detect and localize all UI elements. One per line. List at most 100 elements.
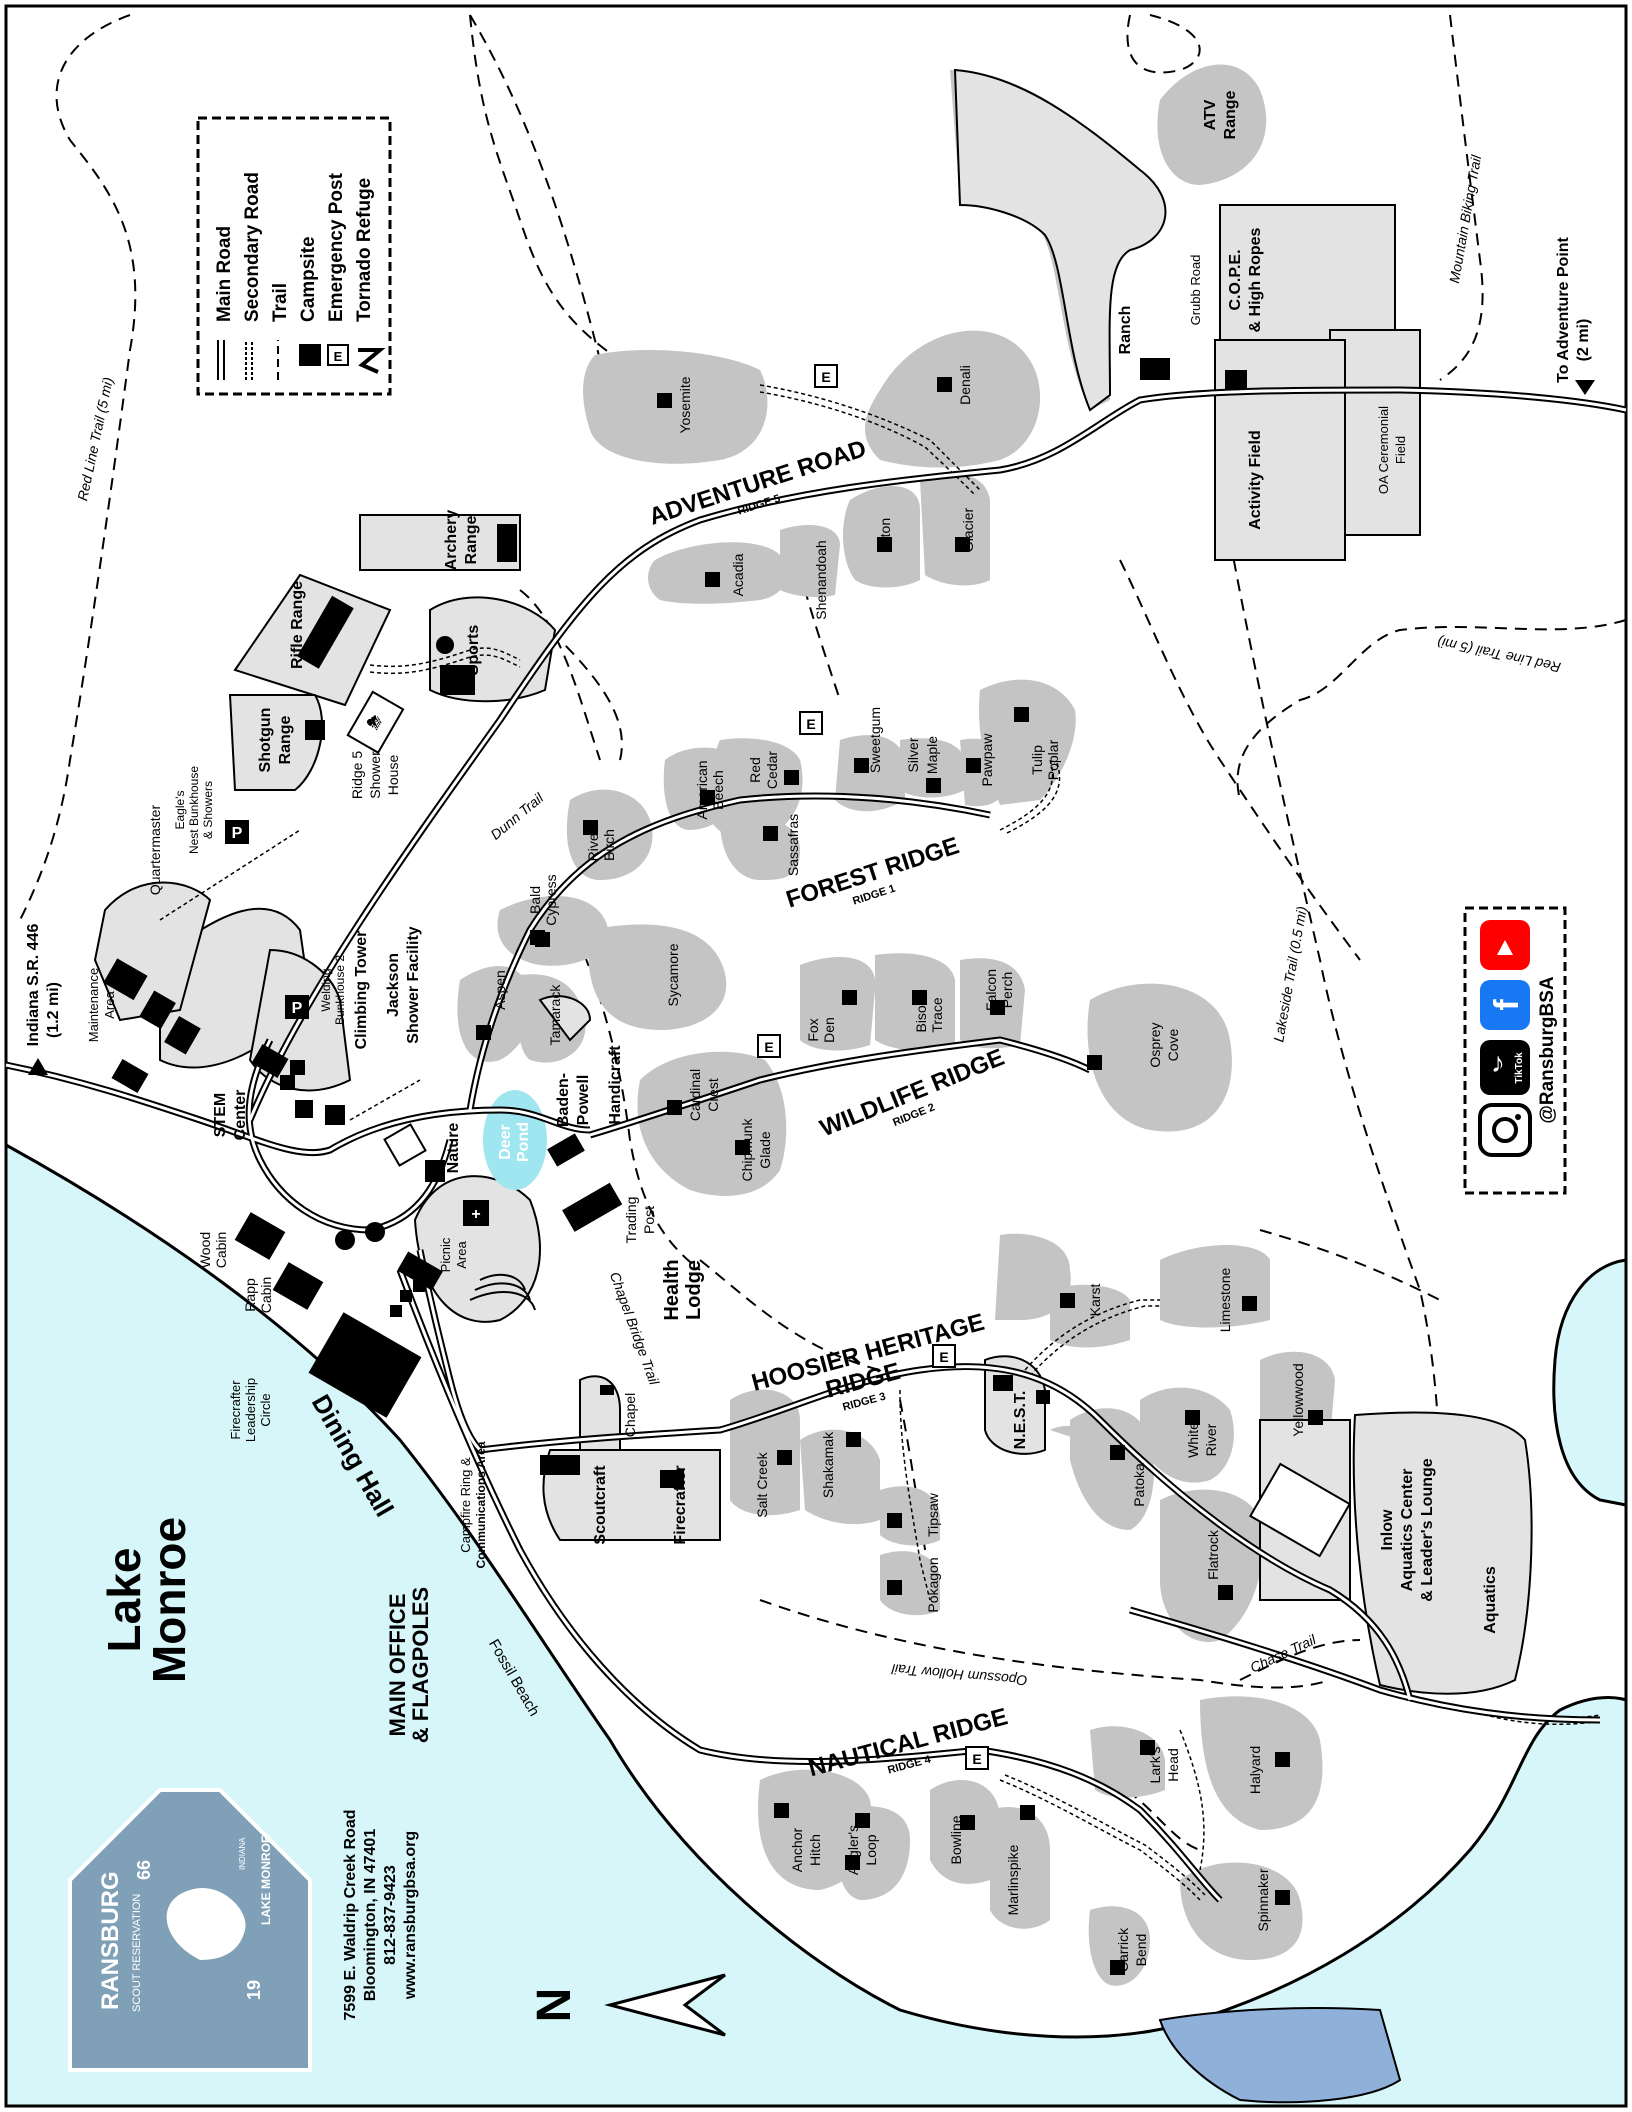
- campsite-marlinspike: Marlinspike: [1005, 1844, 1021, 1915]
- campsite-carrick-bend-1: Carrick: [1115, 1927, 1131, 1972]
- lake-inlet-bottom: [1158, 2007, 1402, 2104]
- direction-labels: To Adventure Point (2 mi) Indiana S.R. 4…: [25, 236, 1595, 1075]
- label-main-office-2: & FLAGPOLES: [408, 1587, 433, 1743]
- amphitheater: [469, 1273, 536, 1311]
- label-maintenance-1: Maintenance: [86, 968, 101, 1042]
- label-cope-1: C.O.P.E.: [1227, 249, 1244, 310]
- label-atv-1: ATV: [1202, 99, 1219, 130]
- label-archery-2: Range: [463, 515, 480, 564]
- logo-state: INDIANA: [238, 1837, 247, 1870]
- label-rapp-2: Cabin: [258, 1277, 274, 1314]
- campsite-salt-creek: Salt Creek: [754, 1451, 770, 1517]
- dir-adventure-point-1: To Adventure Point: [1555, 236, 1572, 382]
- legend-secondary-road: Secondary Road: [242, 172, 263, 322]
- logo-lake: LAKE MONROE: [259, 1835, 273, 1925]
- address-line2: Bloomington, IN 47401: [362, 1829, 379, 2002]
- label-climbing-tower: Climbing Tower: [353, 931, 370, 1050]
- campsite-bowline: Bowline: [948, 1815, 964, 1864]
- campsite-acadia: Acadia: [730, 553, 746, 596]
- tiktok-label: TikTok: [1514, 1052, 1525, 1084]
- label-welding-2: Bunkhouse 2: [333, 955, 347, 1025]
- campsite-tent-icons: [476, 377, 1323, 1975]
- campsite-karst: Karst: [1087, 1284, 1103, 1317]
- campsite-tipsaw: Tipsaw: [925, 1492, 941, 1537]
- label-shower5-2: Shower: [367, 751, 383, 799]
- health-lodge-icon: +: [463, 1200, 489, 1226]
- campsite-denali: Denali: [957, 365, 973, 405]
- label-rapp-1: Rapp: [242, 1278, 258, 1312]
- campsite-anglers-loop-2: Loop: [863, 1834, 879, 1865]
- lake-monroe: [4, 1142, 1628, 2108]
- compass-letter: N: [528, 1988, 581, 2023]
- campsite-falcon-perch-2: Perch: [999, 972, 1015, 1009]
- label-baden-2: Powell: [575, 1075, 592, 1126]
- label-deer-1: Deer: [497, 1124, 514, 1160]
- logo-year-b: 66: [134, 1860, 154, 1880]
- campsite-larks-head-1: Lark's: [1147, 1747, 1163, 1784]
- label-ranch: Ranch: [1117, 306, 1134, 355]
- campsite-bison-trace-1: Bison: [913, 997, 929, 1032]
- lake-name-line2: Monroe: [143, 1517, 195, 1683]
- legend-emergency-post: Emergency Post: [326, 172, 347, 322]
- north-arrow-icon: [604, 1973, 726, 2037]
- facebook-icon: [1480, 980, 1530, 1030]
- label-picnic-1: Picnic: [438, 1237, 453, 1272]
- label-aquatics: Aquatics: [1482, 1566, 1499, 1634]
- label-oa-2: Field: [1393, 436, 1408, 464]
- campsite-larks-head-2: Head: [1165, 1748, 1181, 1781]
- campsite-anchor-hitch-1: Anchor: [789, 1827, 805, 1872]
- campsite-labels: Yosemite Denali Acadia Shenandoah Teton …: [492, 365, 1306, 1972]
- campsite-teton: Teton: [877, 518, 893, 552]
- ransburg-logo: RANSBURG SCOUT RESERVATION 19 66 LAKE MO…: [68, 1788, 312, 2072]
- campsite-american-beech-2: Beech: [710, 770, 726, 810]
- label-stem-2: Center: [232, 1090, 249, 1141]
- campsite-white-river-1: White: [1185, 1422, 1201, 1458]
- address-block: 7599 E. Waldrip Creek Road Bloomington, …: [342, 1809, 419, 2020]
- eagle-icon: [166, 1888, 246, 1960]
- campsite-red-cedar-1: Red: [747, 757, 763, 783]
- lake-label: Lake Monroe: [98, 1517, 195, 1683]
- label-nature: Nature: [445, 1123, 462, 1174]
- svg-text:E: E: [972, 1751, 981, 1767]
- label-health-2: Lodge: [683, 1260, 705, 1320]
- label-cope-2: & High Ropes: [1247, 227, 1264, 332]
- label-deer-2: Pond: [515, 1122, 532, 1162]
- campsite-carrick-bend-2: Bend: [1133, 1934, 1149, 1967]
- svg-text:E: E: [939, 1349, 948, 1365]
- campsite-tulip-poplar-1: Tulip: [1029, 745, 1045, 775]
- logo-name: RANSBURG: [97, 1871, 124, 2010]
- campsite-chipmunk-glade-2: Glade: [757, 1131, 773, 1169]
- label-firecrafter-circle-3: Circle: [258, 1393, 273, 1426]
- label-atv-2: Range: [1222, 90, 1239, 139]
- campsite-shenandoah: Shenandoah: [813, 540, 829, 619]
- campsite-patoka: Patoka: [1131, 1463, 1147, 1507]
- logo-year-a: 19: [244, 1980, 264, 2000]
- label-baden-1: Baden-: [555, 1073, 572, 1127]
- campsite-fox-den-1: Fox: [805, 1018, 821, 1041]
- label-handicraft: Handicraft: [607, 1045, 624, 1125]
- svg-text:P: P: [292, 1000, 303, 1017]
- logo-sub: SCOUT RESERVATION: [131, 1894, 143, 2012]
- dir-sr446-2: (1.2 mi): [45, 982, 62, 1038]
- label-maintenance-2: Area: [102, 991, 117, 1019]
- campsite-bald-cypress-2: Cypress: [543, 874, 559, 925]
- label-wood-1: Wood: [197, 1232, 213, 1268]
- label-jackson-1: Jackson: [385, 953, 402, 1017]
- svg-text:E: E: [806, 716, 815, 732]
- campsite-chipmunk-glade-1: Chipmunk: [739, 1117, 755, 1181]
- campsite-silver-maple-1: Silver: [905, 737, 921, 772]
- campsite-halyard: Halyard: [1247, 1746, 1263, 1794]
- aquatics-tornado-refuge-icon: [1248, 1462, 1352, 1558]
- label-eagles-3: & Showers: [201, 781, 215, 839]
- address-line4: www.ransburgbsa.org: [402, 1831, 419, 2000]
- campsite-white-river-2: River: [1203, 1423, 1219, 1456]
- social-media-box: f ♪ TikTok @RansburgBSA: [1463, 906, 1567, 1195]
- label-shower5-3: House: [385, 755, 401, 796]
- label-inlow-1: Inlow: [1379, 1509, 1396, 1550]
- parking-icons: P P: [225, 820, 309, 1019]
- campsite-silver-maple-2: Maple: [924, 736, 940, 774]
- label-activity-field: Activity Field: [1247, 430, 1264, 530]
- campsite-bald-cypress-1: Bald: [527, 886, 543, 914]
- campsite-limestone: Limestone: [1217, 1267, 1233, 1332]
